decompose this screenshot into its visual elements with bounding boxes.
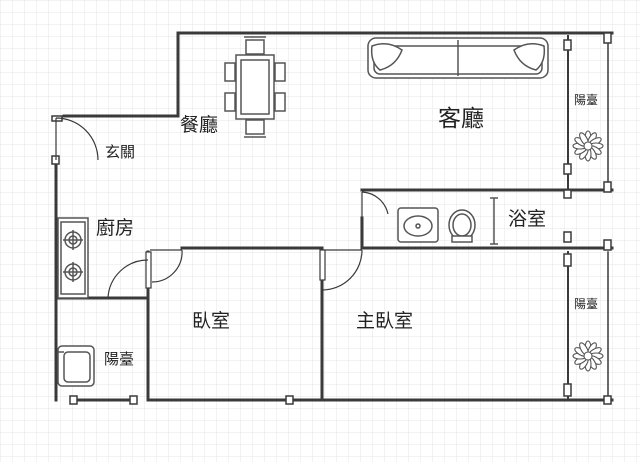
flower-icon — [572, 340, 604, 372]
bedroom-door — [150, 249, 183, 283]
master-bedroom-door — [321, 249, 363, 291]
bedroom-door-leaf — [145, 251, 152, 289]
kitchen-balcony-door — [107, 259, 149, 299]
sink-icon — [397, 207, 439, 243]
flower-icon — [572, 130, 604, 162]
balcony-lower-label: 陽臺 — [574, 296, 598, 311]
washing-machine-icon — [57, 345, 95, 387]
kitchen-label: 廚房 — [96, 216, 134, 239]
master-bedroom-door-leaf — [319, 249, 326, 281]
master-bedroom-label: 主臥室 — [356, 310, 413, 332]
dining-table-icon — [224, 36, 286, 138]
living-room-label: 客廳 — [438, 106, 484, 132]
doors — [55, 117, 389, 299]
bathroom-door — [361, 191, 389, 218]
toilet-icon — [448, 209, 476, 243]
entrance-door — [55, 117, 99, 161]
bedroom-label: 臥室 — [192, 310, 230, 332]
balcony-small-label: 陽臺 — [104, 350, 134, 368]
stove-icon — [57, 217, 89, 299]
window-markers — [51, 32, 612, 405]
entrance-label: 玄關 — [105, 143, 135, 161]
sofa-icon — [367, 37, 549, 79]
dining-room-label: 餐廳 — [180, 114, 218, 136]
bathroom-partition — [490, 197, 498, 245]
bathroom-label: 浴室 — [508, 208, 546, 230]
balcony-upper-label: 陽臺 — [574, 92, 598, 107]
